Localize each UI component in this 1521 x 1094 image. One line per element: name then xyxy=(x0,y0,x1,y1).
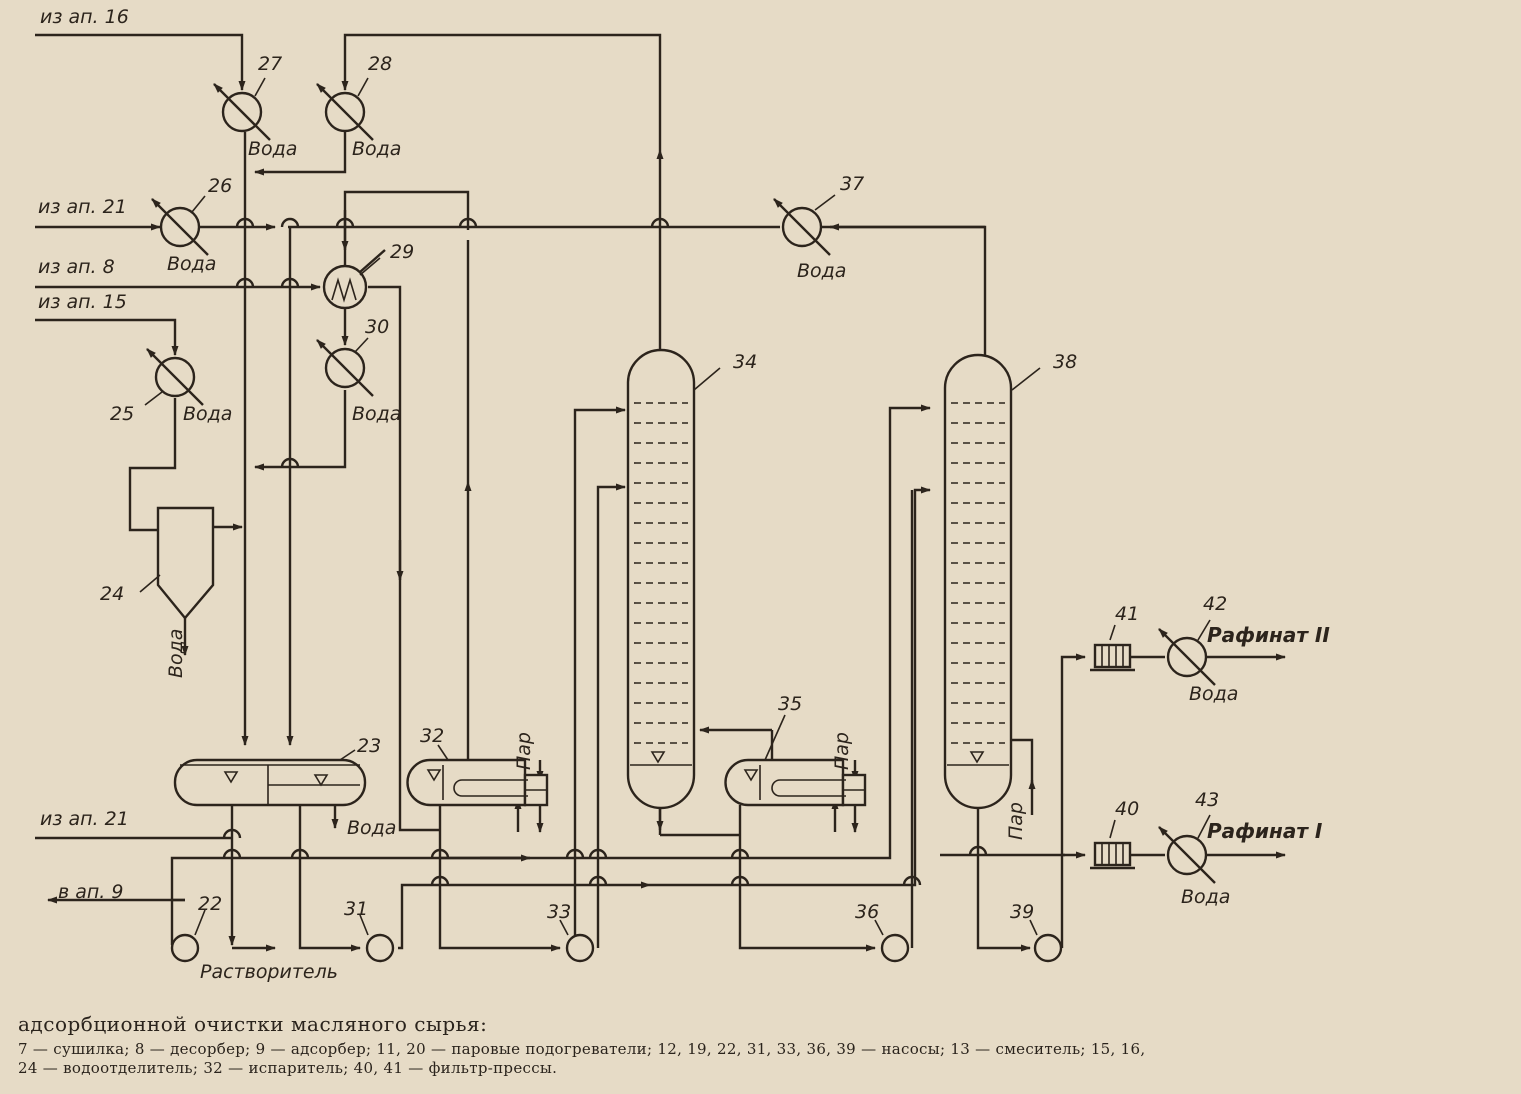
num-42: 42 xyxy=(1203,593,1227,615)
heat-exchanger-43 xyxy=(1158,826,1216,884)
heat-exchanger-30 xyxy=(316,339,374,397)
filter-press-40 xyxy=(1090,841,1135,870)
num-41: 41 xyxy=(1115,603,1139,625)
num-31: 31 xyxy=(344,898,368,920)
label-from-8: из ап. 8 xyxy=(38,256,115,278)
label-water-28: Вода xyxy=(352,138,401,160)
label-from-16: из ап. 16 xyxy=(40,6,129,28)
pipelines xyxy=(35,33,1286,952)
label-steam-35: Пар xyxy=(831,732,853,770)
num-32: 32 xyxy=(420,725,444,747)
caption-line-1: 7 — сушилка; 8 — десорбер; 9 — адсорбер;… xyxy=(18,1040,1146,1058)
heat-exchanger-26 xyxy=(151,198,209,256)
num-24: 24 xyxy=(100,583,124,605)
pump-39 xyxy=(1033,933,1063,963)
stream-labels: из ап. 16 из ап. 21 из ап. 8 из ап. 15 и… xyxy=(38,6,1330,983)
label-solvent: Растворитель xyxy=(200,961,338,983)
label-from-15: из ап. 15 xyxy=(38,291,127,313)
label-from-21-bottom: из ап. 21 xyxy=(40,808,129,830)
num-36: 36 xyxy=(855,901,879,923)
label-raffinate-2: Рафинат II xyxy=(1207,623,1330,647)
num-25: 25 xyxy=(110,403,134,425)
label-water-24: Вода xyxy=(165,629,187,678)
heat-exchanger-37 xyxy=(773,198,831,256)
num-34: 34 xyxy=(733,351,757,373)
column-34-trays xyxy=(634,402,688,744)
equipment-numbers: 27 28 26 29 30 25 24 23 32 34 35 37 38 4… xyxy=(100,53,1227,923)
heat-exchanger-25 xyxy=(146,348,204,406)
num-35: 35 xyxy=(778,693,802,715)
column-38-trays xyxy=(951,402,1005,744)
heat-exchanger-42 xyxy=(1158,628,1216,686)
label-water-30: Вода xyxy=(352,403,401,425)
label-steam-32: Пар xyxy=(513,732,535,770)
num-26: 26 xyxy=(208,175,232,197)
num-27: 27 xyxy=(258,53,282,75)
label-water-42: Вода xyxy=(1189,683,1238,705)
label-water-27: Вода xyxy=(248,138,297,160)
heat-exchanger-27 xyxy=(213,83,271,141)
process-flow-diagram: из ап. 16 из ап. 21 из ап. 8 из ап. 15 и… xyxy=(35,6,1330,983)
label-water-37: Вода xyxy=(797,260,846,282)
evaporator-32 xyxy=(406,758,549,807)
evaporator-35 xyxy=(724,758,867,807)
num-29: 29 xyxy=(390,241,414,263)
num-37: 37 xyxy=(840,173,864,195)
num-33: 33 xyxy=(547,901,571,923)
column-38 xyxy=(943,353,1013,810)
pump-31 xyxy=(365,933,395,963)
heat-exchanger-28 xyxy=(316,83,374,141)
caption-line-2: 24 — водоотделитель; 32 — испаритель; 40… xyxy=(18,1059,558,1077)
label-water-26: Вода xyxy=(167,253,216,275)
pump-33 xyxy=(565,933,595,963)
pump-36 xyxy=(880,933,910,963)
water-separator-24 xyxy=(156,506,215,620)
label-water-25: Вода xyxy=(183,403,232,425)
label-raffinate-1: Рафинат I xyxy=(1207,819,1323,843)
figure-caption: адсорбционной очистки масляного сырья: 7… xyxy=(18,1012,1513,1078)
num-40: 40 xyxy=(1115,798,1139,820)
num-43: 43 xyxy=(1195,789,1219,811)
label-from-21-top: из ап. 21 xyxy=(38,196,127,218)
label-steam-38: Пар xyxy=(1005,802,1027,840)
num-22: 22 xyxy=(198,893,222,915)
pump-22 xyxy=(170,933,200,963)
pipe-crossings xyxy=(222,217,988,886)
num-39: 39 xyxy=(1010,901,1034,923)
filter-press-41 xyxy=(1090,643,1135,672)
label-water-43: Вода xyxy=(1181,886,1230,908)
num-23: 23 xyxy=(357,735,381,757)
label-water-23: Вода xyxy=(347,817,396,839)
settler-23 xyxy=(173,758,367,807)
num-30: 30 xyxy=(365,316,389,338)
label-to-9: в ап. 9 xyxy=(58,881,123,903)
leader-lines xyxy=(139,77,1211,936)
caption-title: адсорбционной очистки масляного сырья: xyxy=(18,1012,488,1036)
heater-29 xyxy=(322,249,386,310)
num-38: 38 xyxy=(1053,351,1077,373)
column-34 xyxy=(626,348,696,810)
num-28: 28 xyxy=(368,53,392,75)
